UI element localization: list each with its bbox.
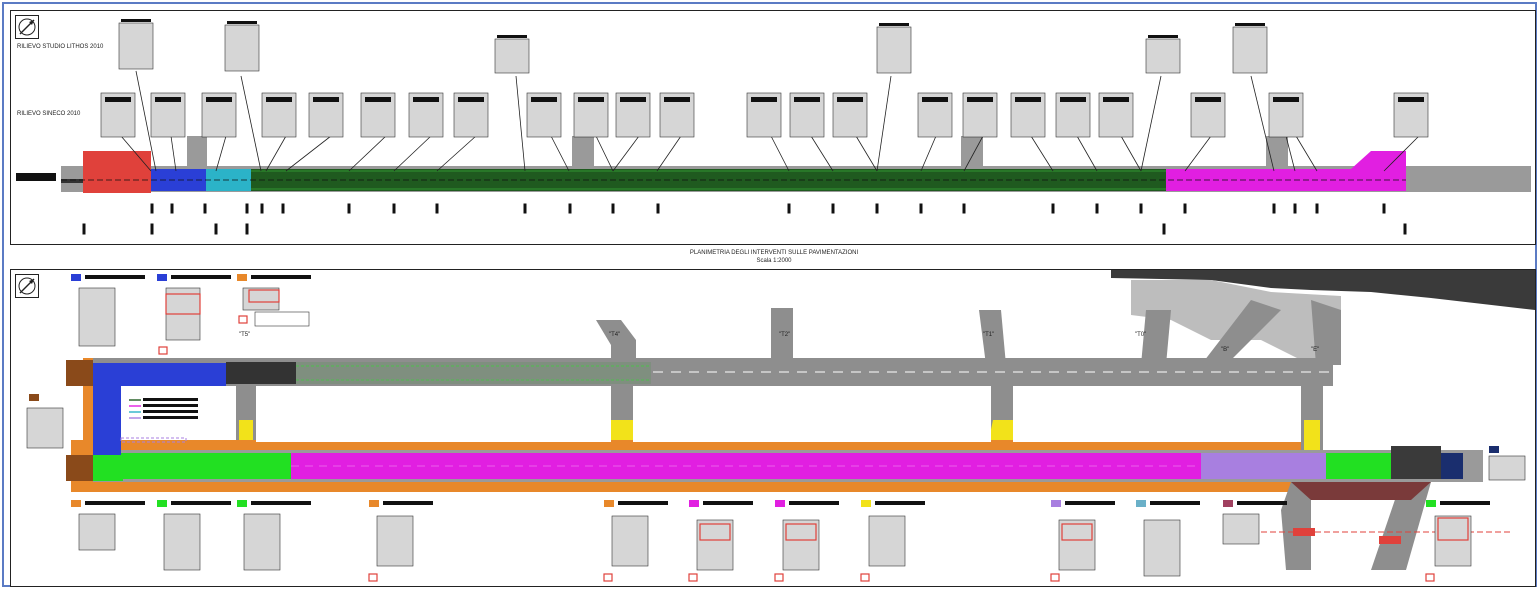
survey-label-sineco: RILIEVO SINECO 2010 <box>17 111 81 117</box>
plan-scale: Scala 1:2000 <box>756 258 792 264</box>
taxiway-label-t1: "T1" <box>983 332 995 338</box>
intervention-plan-panel: "T5" "T4" "T2" "T1" "T0" "B" "E" <box>10 269 1536 587</box>
north-arrow-icon <box>15 274 39 298</box>
north-arrow-icon <box>15 15 39 39</box>
survey-panel: RILIEVO STUDIO LITHOS 2010 RILIEVO SINEC… <box>10 10 1536 245</box>
taxiway-label-t5: "T5" <box>239 332 251 338</box>
taxiway-label-b: "B" <box>1221 347 1230 353</box>
taxiway-label-t2: "T2" <box>779 332 791 338</box>
taxiway-label-t0: "T0" <box>1135 332 1147 338</box>
section-cards <box>100 19 1429 138</box>
taxiway-label-e: "E" <box>1311 347 1320 353</box>
airport-plan <box>26 270 1535 582</box>
survey-label-lithos: RILIEVO STUDIO LITHOS 2010 <box>17 44 104 50</box>
runway-survey-plan <box>16 19 1531 235</box>
taxiway-label-t4: "T4" <box>609 332 621 338</box>
plan-title: PLANIMETRIA DEGLI INTERVENTI SULLE PAVIM… <box>689 250 859 256</box>
